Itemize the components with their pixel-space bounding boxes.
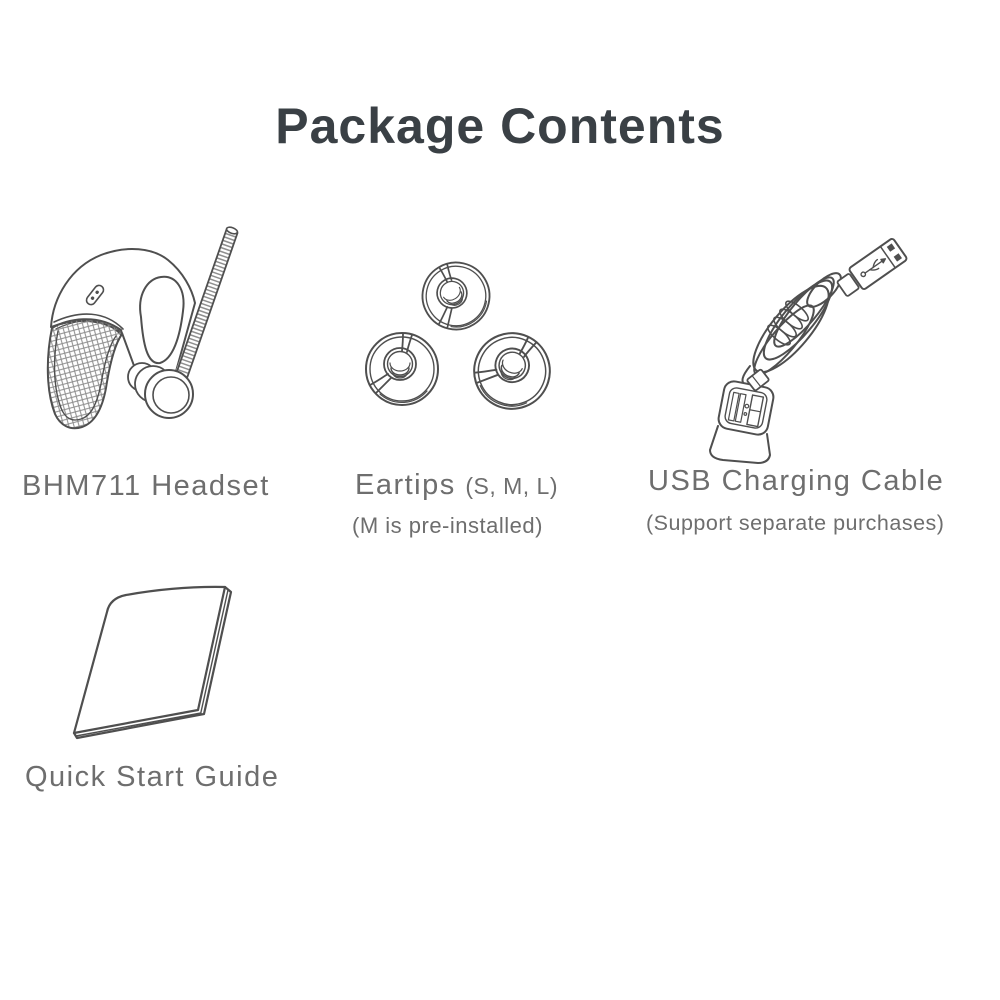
charging-dock: [717, 380, 775, 436]
quick-start-guide-label: Quick Start Guide: [25, 761, 280, 793]
headset-ear-hook: [170, 224, 239, 396]
booklet-cover: [72, 585, 227, 735]
eartips-sizes: (S, M, L): [465, 473, 558, 499]
eartips-label: Eartips (S, M, L): [355, 469, 558, 502]
headset-label: BHM711 Headset: [22, 470, 270, 502]
eartips-note: (M is pre-installed): [352, 513, 543, 538]
headset-button: [85, 284, 105, 306]
eartip-medium: [365, 332, 439, 406]
cable-connector: [746, 368, 770, 392]
usb-cable-illustration: [709, 238, 908, 464]
eartips-label-text: Eartips: [355, 469, 456, 501]
headset-inner-panel: [139, 275, 185, 365]
cable-coil: [741, 272, 842, 387]
page-title: Package Contents: [275, 98, 725, 154]
quick-start-guide-illustration: [72, 585, 233, 740]
headset-illustration: [46, 224, 239, 430]
eartips-illustration: [365, 248, 563, 421]
usb-symbol: [860, 258, 887, 278]
usb-cable-note: (Support separate purchases): [646, 511, 945, 535]
headset-earbud: [127, 362, 194, 419]
headset-mesh-boom: [46, 318, 123, 430]
eartip-small: [408, 248, 504, 344]
dock-side: [709, 425, 771, 464]
eartip-large: [461, 320, 563, 421]
usb-cable-label: USB Charging Cable: [648, 465, 945, 497]
usb-plug: [836, 238, 908, 297]
